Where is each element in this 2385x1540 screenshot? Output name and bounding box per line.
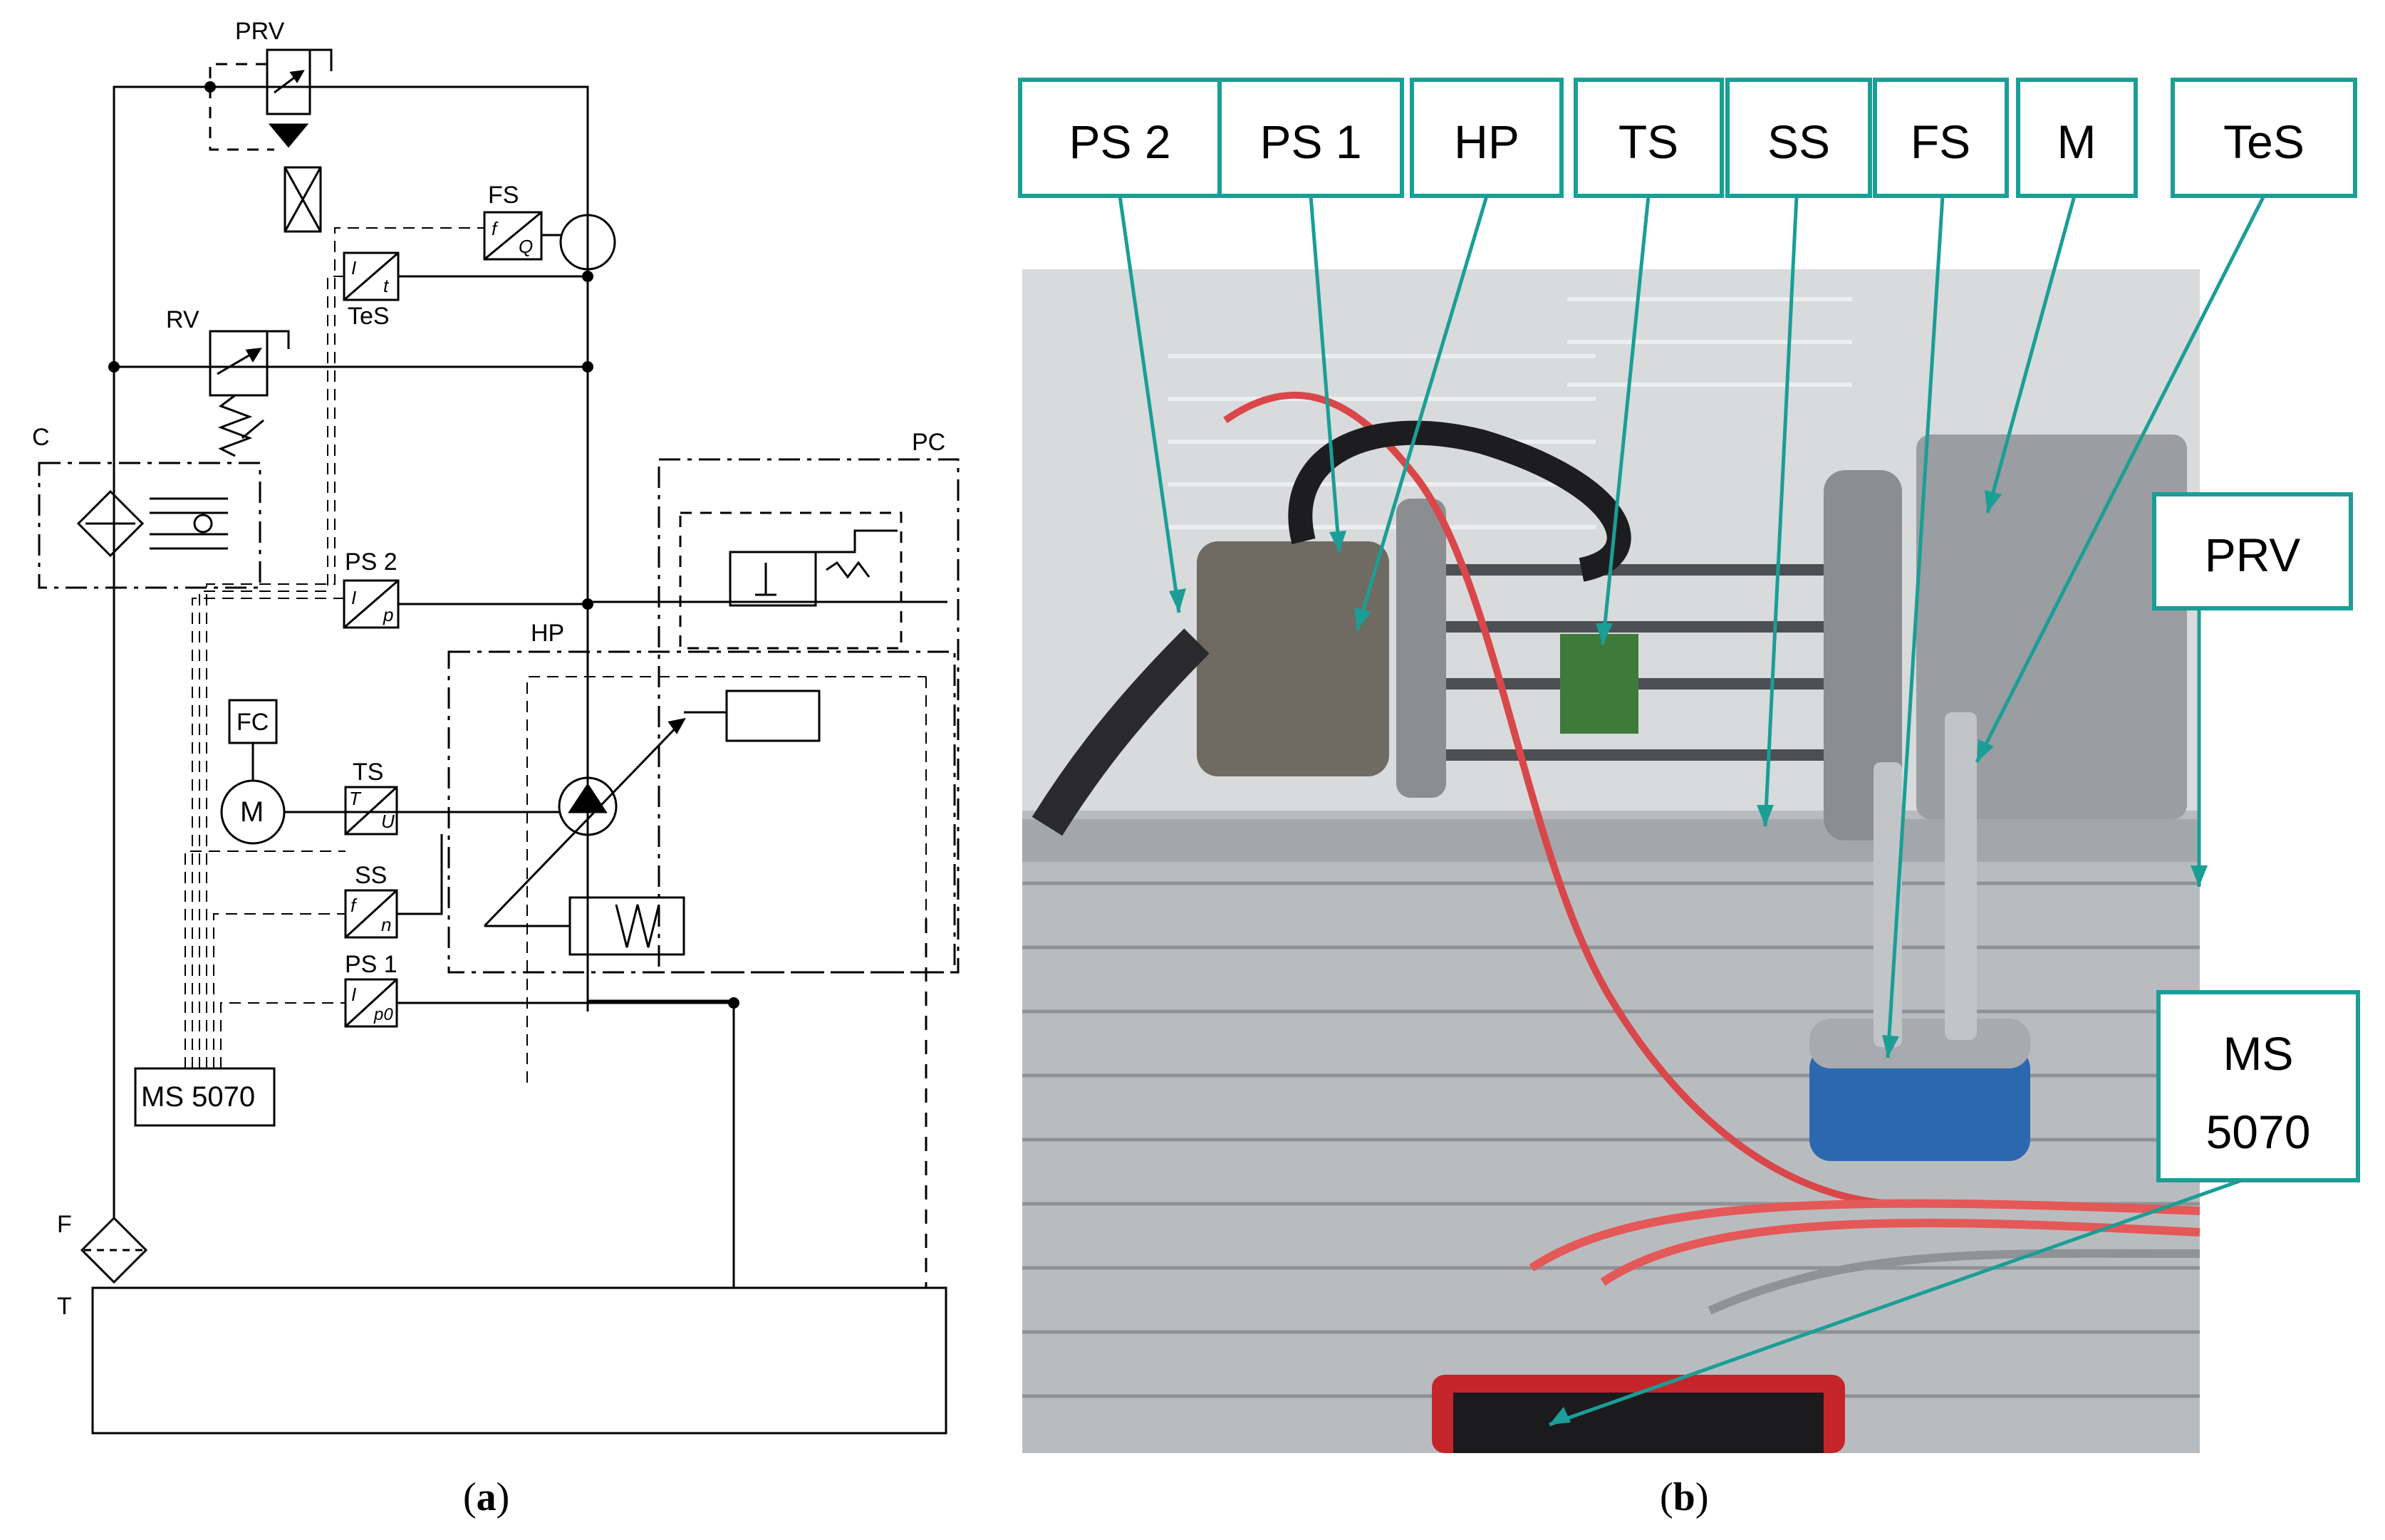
- ps2-label: PS 2: [345, 548, 398, 576]
- ts-t-label: T: [349, 788, 362, 809]
- callout-ms-line1: MS: [2223, 1027, 2294, 1080]
- caption-a: (a): [463, 1475, 510, 1519]
- fs-f-label: f: [492, 218, 499, 239]
- rv-label: RV: [166, 306, 199, 333]
- callout-ms-line2: 5070: [2206, 1105, 2311, 1158]
- callout-box-hp: [1410, 78, 1564, 198]
- callout-ps1: PS 1: [1259, 115, 1361, 168]
- ss-label: SS: [355, 862, 387, 889]
- cooler-label: C: [32, 424, 50, 451]
- ss-n-label: n: [381, 914, 391, 935]
- ps1-i-label: I: [351, 984, 356, 1005]
- callout-tes: TeS: [2223, 115, 2305, 168]
- hp-label: HP: [531, 620, 564, 647]
- callout-box-ps1: [1217, 78, 1404, 198]
- callout-box-ts: [1574, 78, 1724, 198]
- tank-label: T: [57, 1293, 72, 1320]
- callout-box-ps2: [1018, 78, 1222, 198]
- callout-hp: HP: [1454, 115, 1519, 168]
- tank: [91, 1286, 947, 1435]
- fs-label: FS: [488, 182, 519, 209]
- callout-ts: TS: [1618, 115, 1678, 168]
- callout-m: M: [2057, 115, 2096, 168]
- fs-q-label: Q: [519, 236, 533, 257]
- caption-b: (b): [1660, 1475, 1709, 1519]
- ps2-i-label: I: [351, 587, 356, 608]
- bench-photo: [1022, 269, 2200, 1453]
- pc-label: PC: [912, 429, 945, 456]
- tes-label: TeS: [348, 303, 390, 330]
- callout-ss: SS: [1767, 115, 1830, 168]
- callout-box-m: [2016, 78, 2138, 198]
- ms-label: MS 5070: [141, 1081, 255, 1113]
- callout-box-fs: [1873, 78, 2009, 198]
- callout-fs: FS: [1911, 115, 1970, 168]
- ss-f-label: f: [350, 895, 358, 916]
- ts-u-label: U: [381, 811, 395, 832]
- callout-ps2: PS 2: [1069, 115, 1170, 168]
- tes-i-label: I: [351, 257, 356, 279]
- callout-box-tes: [2171, 78, 2357, 198]
- callout-prv: PRV: [2205, 529, 2301, 581]
- ps1-label: PS 1: [345, 951, 398, 978]
- fc-label: FC: [237, 709, 269, 736]
- ts-label: TS: [353, 759, 383, 786]
- prv-label: PRV: [235, 18, 285, 45]
- motor-label: M: [240, 796, 264, 828]
- callout-box-prv: [2152, 492, 2353, 610]
- tes-t-label: t: [383, 275, 390, 296]
- schematic-panel: PRV FS f Q I t TeS RV C PS 2 I p PC HP F…: [0, 0, 997, 1482]
- ps1-p-label: p0: [373, 1005, 393, 1024]
- filter-label: F: [57, 1211, 72, 1238]
- callout-box-ss: [1725, 78, 1872, 198]
- ps2-p-label: p: [383, 604, 393, 625]
- callout-box-ms: [2156, 990, 2360, 1182]
- photo-panel: PS 2 PS 1 HP TS SS FS M TeS PRV MS 5070: [997, 0, 2385, 1482]
